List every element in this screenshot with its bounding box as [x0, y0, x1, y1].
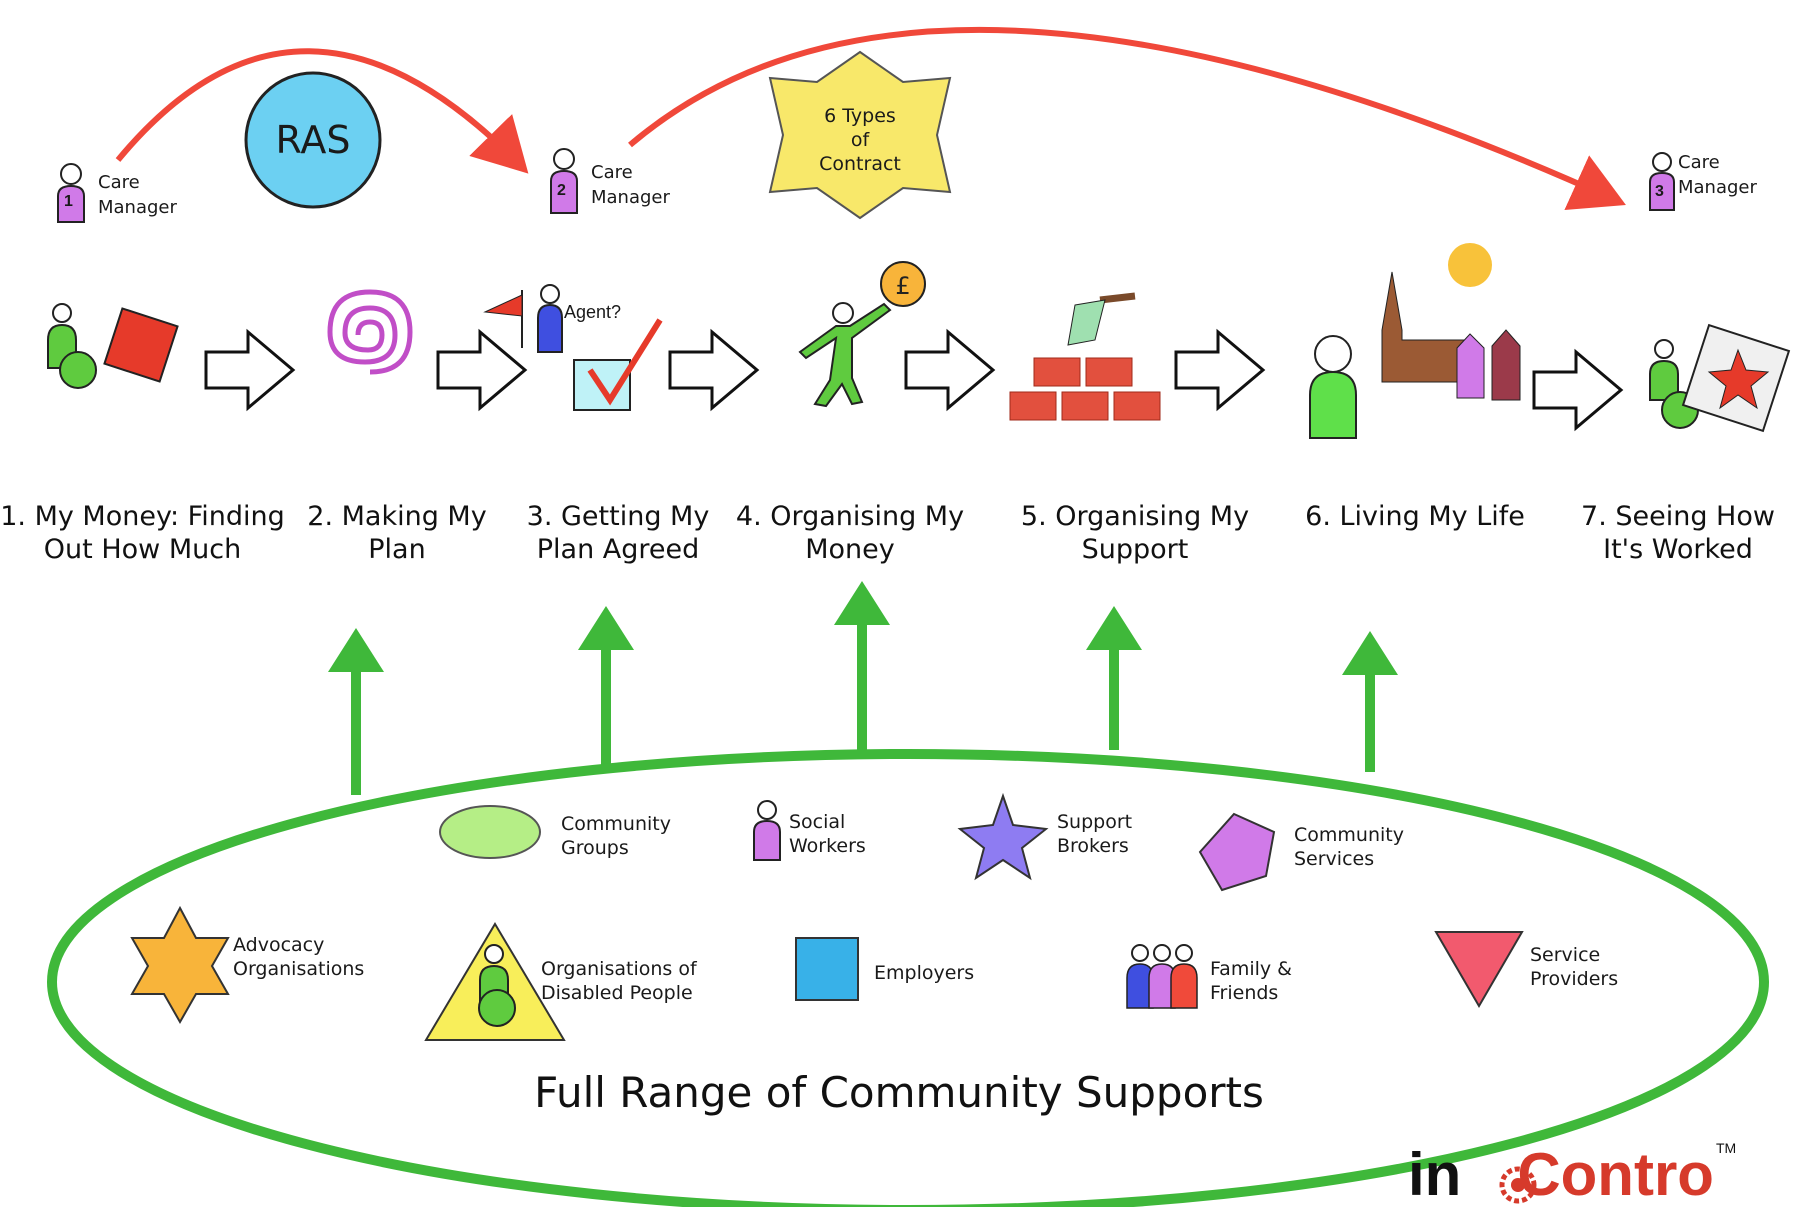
- community-supports-ellipse: [47, 749, 1769, 1207]
- agreed-checkbox-icon: [483, 284, 663, 411]
- support-brokers-icon: [957, 792, 1049, 881]
- care-manager-3-number: 3: [1655, 183, 1664, 200]
- community-groups-label: Community Groups: [561, 813, 671, 859]
- logo-contro: Contro: [1517, 1141, 1714, 1208]
- contract-star-icon: [768, 50, 952, 220]
- family-and-friends-icon: [1126, 944, 1198, 1009]
- family-and-friends-label: Family & Friends: [1210, 958, 1292, 1004]
- spiral-icon: [327, 289, 413, 375]
- service-providers-label: Service Providers: [1530, 944, 1619, 990]
- social-workers-label: Social Workers: [789, 811, 866, 857]
- step-arrows: [204, 328, 1624, 432]
- support-arrows: [328, 581, 1398, 795]
- service-providers-icon: [1434, 931, 1524, 1008]
- community-services-label: Community Services: [1294, 824, 1404, 870]
- step-arrow-3: [668, 328, 760, 412]
- care-manager-2-number: 2: [557, 182, 566, 199]
- step-arrow-5: [1174, 328, 1266, 412]
- step-arrow-6: [1532, 348, 1624, 432]
- ras-circle-icon: [244, 71, 382, 209]
- community-life-icon: [1309, 243, 1521, 439]
- employers-icon: [795, 937, 859, 1001]
- step-3-label: 3. Getting My Plan Agreed: [526, 501, 710, 565]
- logo-tm: TM: [1715, 1140, 1737, 1156]
- coin-currency-symbol: £: [895, 272, 910, 300]
- social-workers-icon: [753, 800, 781, 861]
- ras-label: RAS: [275, 118, 351, 162]
- step-arrow-1: [204, 328, 296, 412]
- step-6-label: 6. Living My Life: [1305, 501, 1525, 532]
- step-1-label: 1. My Money: Finding Out How Much: [0, 501, 285, 565]
- logo-in: in: [1408, 1141, 1462, 1208]
- person-review-icon: [1649, 323, 1791, 433]
- support-brokers-label: Support Brokers: [1057, 811, 1133, 857]
- arc-care-manager-1-to-2: [115, 48, 529, 174]
- step-2-label: 2. Making My Plan: [307, 501, 487, 565]
- care-manager-2-icon: [550, 148, 578, 214]
- care-manager-1-number: 1: [64, 193, 73, 210]
- step-7-label: 7. Seeing How It's Worked: [1581, 501, 1775, 565]
- incontrol-gear-icon: [1499, 1166, 1537, 1204]
- bricks-trowel-icon: [1009, 292, 1161, 421]
- full-range-title: Full Range of Community Supports: [534, 1068, 1264, 1117]
- step-4-label: 4. Organising My Money: [735, 501, 965, 565]
- community-services-icon: [1198, 812, 1276, 892]
- care-manager-1-label: Care Manager: [98, 172, 177, 218]
- organisations-of-disabled-people-label: Organisations of Disabled People: [541, 958, 697, 1004]
- care-manager-3-label: Care Manager: [1678, 152, 1757, 198]
- care-manager-2-label: Care Manager: [591, 162, 670, 208]
- arc-care-manager-2-to-3: [628, 26, 1626, 211]
- community-groups-icon: [439, 805, 541, 859]
- person-money-icon: [47, 303, 179, 389]
- contract-label: 6 Types of Contract: [819, 105, 901, 175]
- person-coin-icon: £: [798, 261, 926, 408]
- step-arrow-2: [436, 328, 528, 412]
- step-arrow-4: [904, 328, 996, 412]
- agent-label: Agent?: [564, 302, 622, 322]
- care-manager-3-icon: [1649, 152, 1675, 211]
- advocacy-organisations-icon: [130, 905, 230, 1025]
- advocacy-organisations-label: Advocacy Organisations: [233, 934, 365, 980]
- employers-label: Employers: [874, 962, 975, 984]
- organisations-of-disabled-people-icon: [424, 922, 566, 1041]
- step-5-label: 5. Organising My Support: [1020, 501, 1250, 565]
- care-manager-1-icon: [57, 163, 85, 223]
